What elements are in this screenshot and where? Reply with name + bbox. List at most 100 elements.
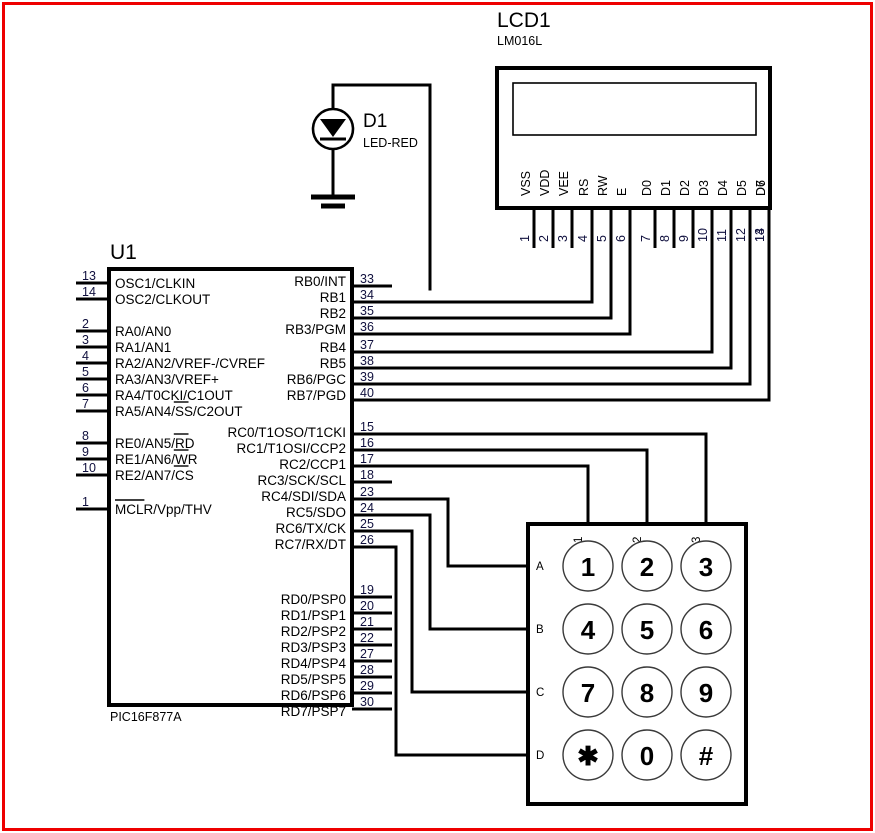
mcu-pin-label-38: RB5 [320, 356, 346, 371]
mcu-part-label: PIC16F877A [110, 710, 182, 724]
mcu-pin-label-29: RD6/PSP6 [281, 688, 346, 703]
keypad-key-glyph-4: 4 [581, 615, 596, 645]
mcu-pin-number-27: 27 [360, 647, 374, 661]
mcu-pin-number-14: 14 [82, 285, 96, 299]
keypad-col-label-group: 1 2 3 [573, 537, 703, 543]
keypad-key-glyph-9: 9 [699, 678, 713, 708]
keypad-row-label-B: B [536, 624, 544, 636]
mcu-pin-number-6: 6 [82, 381, 89, 395]
mcu-pin-number-18: 18 [360, 468, 374, 482]
mcu-pin-number-36: 36 [360, 320, 374, 334]
mcu-pin-number-25: 25 [360, 517, 374, 531]
mcu-pin-number-17: 17 [360, 452, 374, 466]
lcd-refdes: LCD1 [497, 9, 551, 32]
keypad-key-glyph-6: 6 [699, 615, 713, 645]
keypad-key-hash[interactable] [680, 729, 732, 781]
mcu-pin-label-14: OSC2/CLKOUT [115, 292, 210, 307]
mcu-pin-number-3: 3 [82, 333, 89, 347]
lcd-pin-number-3: 3 [556, 235, 570, 242]
mcu-pin-label-22: RD3/PSP3 [281, 640, 346, 655]
mcu-pin-number-35: 35 [360, 304, 374, 318]
mcu-pin-label-27: RD4/PSP4 [281, 656, 347, 671]
lcd-pin-number-8: 8 [658, 235, 672, 242]
keypad-key-0[interactable] [621, 729, 673, 781]
lcd-pin-number-1: 1 [518, 235, 532, 242]
keypad-key-star[interactable] [562, 729, 614, 781]
net-group-lcd [390, 214, 771, 402]
mcu-pin-label-8: RE0/AN5/RD [115, 436, 195, 451]
keypad-key-7[interactable] [562, 666, 614, 718]
mcu-pin-label-7: RA5/AN4/SS/C2OUT [115, 404, 243, 419]
keypad-key-2[interactable] [621, 540, 673, 592]
mcu-pin-number-21: 21 [360, 615, 374, 629]
keypad-key-glyph-8: 8 [640, 678, 654, 708]
net-rc5-to-key-rowB [390, 513, 530, 631]
lcd-pin-label-E: E [615, 188, 629, 196]
keypad-key-9[interactable] [680, 666, 732, 718]
component-led-d1[interactable]: D1 LED-RED [311, 83, 432, 291]
mcu-pin-label-30: RD7/PSP7 [281, 704, 346, 719]
keypad-key-6[interactable] [680, 603, 732, 655]
mcu-pin-label-6: RA4/T0CKI/C1OUT [115, 388, 233, 403]
net-rb5-to-lcd-d5 [390, 214, 733, 370]
mcu-pin-number-34: 34 [360, 288, 374, 302]
keypad-col-label-3: 3 [691, 537, 703, 543]
net-rc1-to-key-col2 [390, 448, 649, 526]
lcd-pin-number-2: 2 [537, 235, 551, 242]
mcu-pin-number-15: 15 [360, 420, 374, 434]
mcu-pin-number-29: 29 [360, 679, 374, 693]
mcu-pin-number-10: 10 [82, 461, 96, 475]
mcu-pin-number-19: 19 [360, 583, 374, 597]
mcu-pin-number-2: 2 [82, 317, 89, 331]
mcu-pin-number-9: 9 [82, 445, 89, 459]
lcd-pin-label-D3: D3 [697, 180, 711, 196]
keypad-key-3[interactable] [680, 540, 732, 592]
keypad-key-1[interactable] [562, 540, 614, 592]
net-rb2-to-lcd-rw [390, 214, 613, 320]
net-rc6-to-key-rowC [390, 529, 530, 694]
mcu-pin-number-33: 33 [360, 272, 374, 286]
net-rc4-to-key-rowA [390, 497, 530, 568]
lcd-pin-number-14: 14 [753, 228, 767, 242]
keypad-key-glyph-3: 3 [699, 552, 713, 582]
mcu-pin-number-28: 28 [360, 663, 374, 677]
mcu-pin-label-19: RD0/PSP0 [281, 592, 346, 607]
keypad-key-4[interactable] [562, 603, 614, 655]
keypad-key-glyph-star: ✱ [577, 741, 599, 771]
lcd-pin-label-D2: D2 [678, 180, 692, 196]
mcu-pin-label-13: OSC1/CLKIN [115, 276, 195, 291]
keypad-key-5[interactable] [621, 603, 673, 655]
lcd-pin-label-D4: D4 [716, 180, 730, 196]
lcd-pin-label-RS: RS [577, 179, 591, 196]
mcu-pin-label-33: RB0/INT [294, 274, 346, 289]
mcu-pin-number-30: 30 [360, 695, 374, 709]
lcd-pin-number-4: 4 [576, 235, 590, 242]
mcu-pin-label-26: RC7/RX/DT [275, 537, 346, 552]
keypad-col-label-1: 1 [573, 537, 585, 543]
component-lcd1[interactable]: LCD1 LM016L VSS1VDD2VEE3RS4RW5E6D07D18D2… [495, 9, 772, 248]
lcd-pin-number-9: 9 [677, 235, 691, 242]
net-rc2-to-key-col1 [390, 464, 590, 526]
lcd-pin-label-VEE: VEE [557, 171, 571, 196]
net-rb6-to-lcd-d6 [390, 214, 752, 386]
mcu-pin-number-1: 1 [82, 495, 89, 509]
lcd-pin-number-13: 13 [753, 228, 767, 242]
net-rc0-to-key-col3 [390, 432, 708, 526]
mcu-pin-number-24: 24 [360, 501, 374, 515]
mcu-pin-label-4: RA2/AN2/VREF-/CVREF [115, 356, 265, 371]
led-refdes: D1 [363, 111, 387, 132]
keypad-key-8[interactable] [621, 666, 673, 718]
keypad-key-glyph-1: 1 [581, 552, 595, 582]
mcu-pin-label-10: RE2/AN7/CS [115, 468, 194, 483]
net-rb1-to-lcd-rs [390, 214, 594, 304]
keypad-key-glyph-7: 7 [581, 678, 595, 708]
mcu-pin-label-18: RC3/SCK/SCL [257, 473, 346, 488]
mcu-pin-label-34: RB1 [320, 290, 346, 305]
mcu-pin-number-22: 22 [360, 631, 374, 645]
mcu-pin-label-21: RD2/PSP2 [281, 624, 346, 639]
lcd-screen [512, 82, 757, 136]
keypad-col-label-2: 2 [632, 537, 644, 543]
